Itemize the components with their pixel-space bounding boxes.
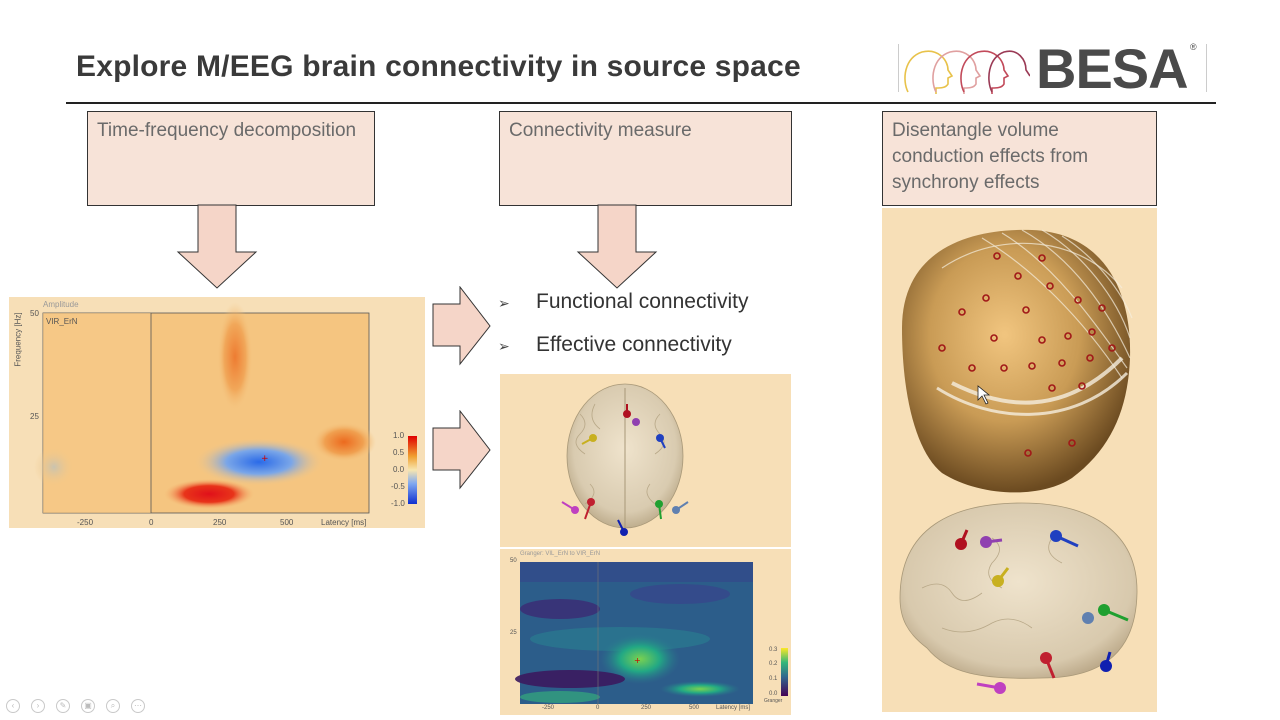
tf-colorbar-tick: 1.0 (393, 431, 405, 440)
granger-colorbar-tick: 0.2 (769, 661, 778, 667)
tf-x-tick: -250 (77, 518, 94, 527)
tf-colorbar-tick: -0.5 (391, 482, 405, 491)
tf-y-tick: 50 (30, 309, 39, 318)
granger-x-tick: 0 (596, 705, 600, 711)
bullet-list: ➢ Functional connectivity ➢ Effective conn… (498, 290, 818, 370)
tf-x-tick: 250 (213, 518, 227, 527)
box-volume-conduction: Disentangle volume conduction effects fr… (882, 111, 1157, 206)
bullet-functional: ➢ Functional connectivity (498, 290, 748, 314)
more-icon[interactable]: ⋯ (131, 699, 145, 713)
down-arrow-icon (576, 204, 658, 289)
bullet-effective-text: Effective connectivity (536, 333, 732, 356)
box-connectivity-label: Connectivity measure (509, 120, 692, 141)
besa-logo-heads-icon (904, 50, 1030, 94)
granger-colorbar-tick: 0.1 (769, 676, 778, 682)
granger-x-tick: 250 (641, 705, 652, 711)
box-volume-conduction-label: Disentangle volume conduction effects fr… (892, 120, 1089, 193)
granger-x-axis-label: Latency [ms] (716, 705, 751, 711)
tf-colorbar-tick: 0.5 (393, 448, 405, 457)
slides-icon[interactable]: ▣ (81, 699, 95, 713)
prev-icon[interactable]: ‹ (6, 699, 20, 713)
granger-x-tick: -250 (542, 705, 555, 711)
bullet-arrow-icon: ➢ (498, 295, 510, 311)
brain-top-view-image (561, 383, 689, 536)
title-divider (66, 102, 1216, 104)
right-arrow-icon (432, 410, 491, 490)
granger-colorbar-tick: 0.0 (769, 691, 778, 697)
right-arrow-icon (432, 286, 491, 366)
logo-separator-left (898, 44, 899, 92)
next-icon[interactable]: › (31, 699, 45, 713)
logo-separator-right (1206, 44, 1207, 92)
granger-plot-header: Granger: VIL_ErN to VIR_ErN (520, 551, 601, 557)
tf-x-tick: 0 (149, 518, 154, 527)
head-model-image (899, 229, 1138, 694)
zoom-icon[interactable]: ⌕ (106, 699, 120, 713)
granger-x-tick: 500 (689, 705, 700, 711)
granger-colorbar-tick: 0.3 (769, 647, 778, 653)
tf-colorbar-tick: 0.0 (393, 465, 405, 474)
head-model-panel (882, 208, 1157, 712)
slide-title: Explore M/EEG brain connectivity in sour… (76, 50, 801, 83)
granger-y-tick: 50 (510, 558, 517, 564)
down-arrow-icon (176, 204, 258, 289)
bullet-arrow-icon: ➢ (498, 338, 510, 354)
box-connectivity-measure: Connectivity measure (499, 111, 792, 206)
tf-x-tick: 500 (280, 518, 294, 527)
tf-x-axis-label: Latency [ms] (321, 518, 367, 527)
svg-text:+: + (634, 656, 641, 665)
tf-colorbar-tick: -1.0 (391, 499, 405, 508)
tf-plot-panel: Amplitude + VIR_Er (9, 297, 425, 528)
svg-text:+: + (261, 454, 269, 464)
pen-icon[interactable]: ✎ (56, 699, 70, 713)
granger-plot-panel: Granger: VIL_ErN to VIR_ErN + 50 25 -250… (500, 549, 791, 715)
brain-top-view-panel (500, 374, 791, 547)
bullet-functional-text: Functional connectivity (536, 290, 749, 313)
tf-plot-header: Amplitude (43, 300, 79, 309)
granger-y-tick: 25 (510, 630, 517, 636)
box-time-frequency-label: Time-frequency decomposition (97, 120, 357, 141)
bullet-effective: ➢ Effective connectivity (498, 333, 732, 357)
registered-mark: ® (1190, 42, 1197, 52)
granger-heatmap: + (515, 562, 788, 704)
tf-y-tick: 25 (30, 412, 39, 421)
granger-colorbar-label: Granger (764, 698, 783, 704)
tf-plot-label: VIR_ErN (46, 317, 78, 326)
box-time-frequency: Time-frequency decomposition (87, 111, 375, 206)
besa-logo-text: BESA (1036, 37, 1189, 100)
tf-y-axis-label: Frequency [Hz] (13, 312, 23, 367)
tf-heatmap: + (34, 302, 417, 514)
